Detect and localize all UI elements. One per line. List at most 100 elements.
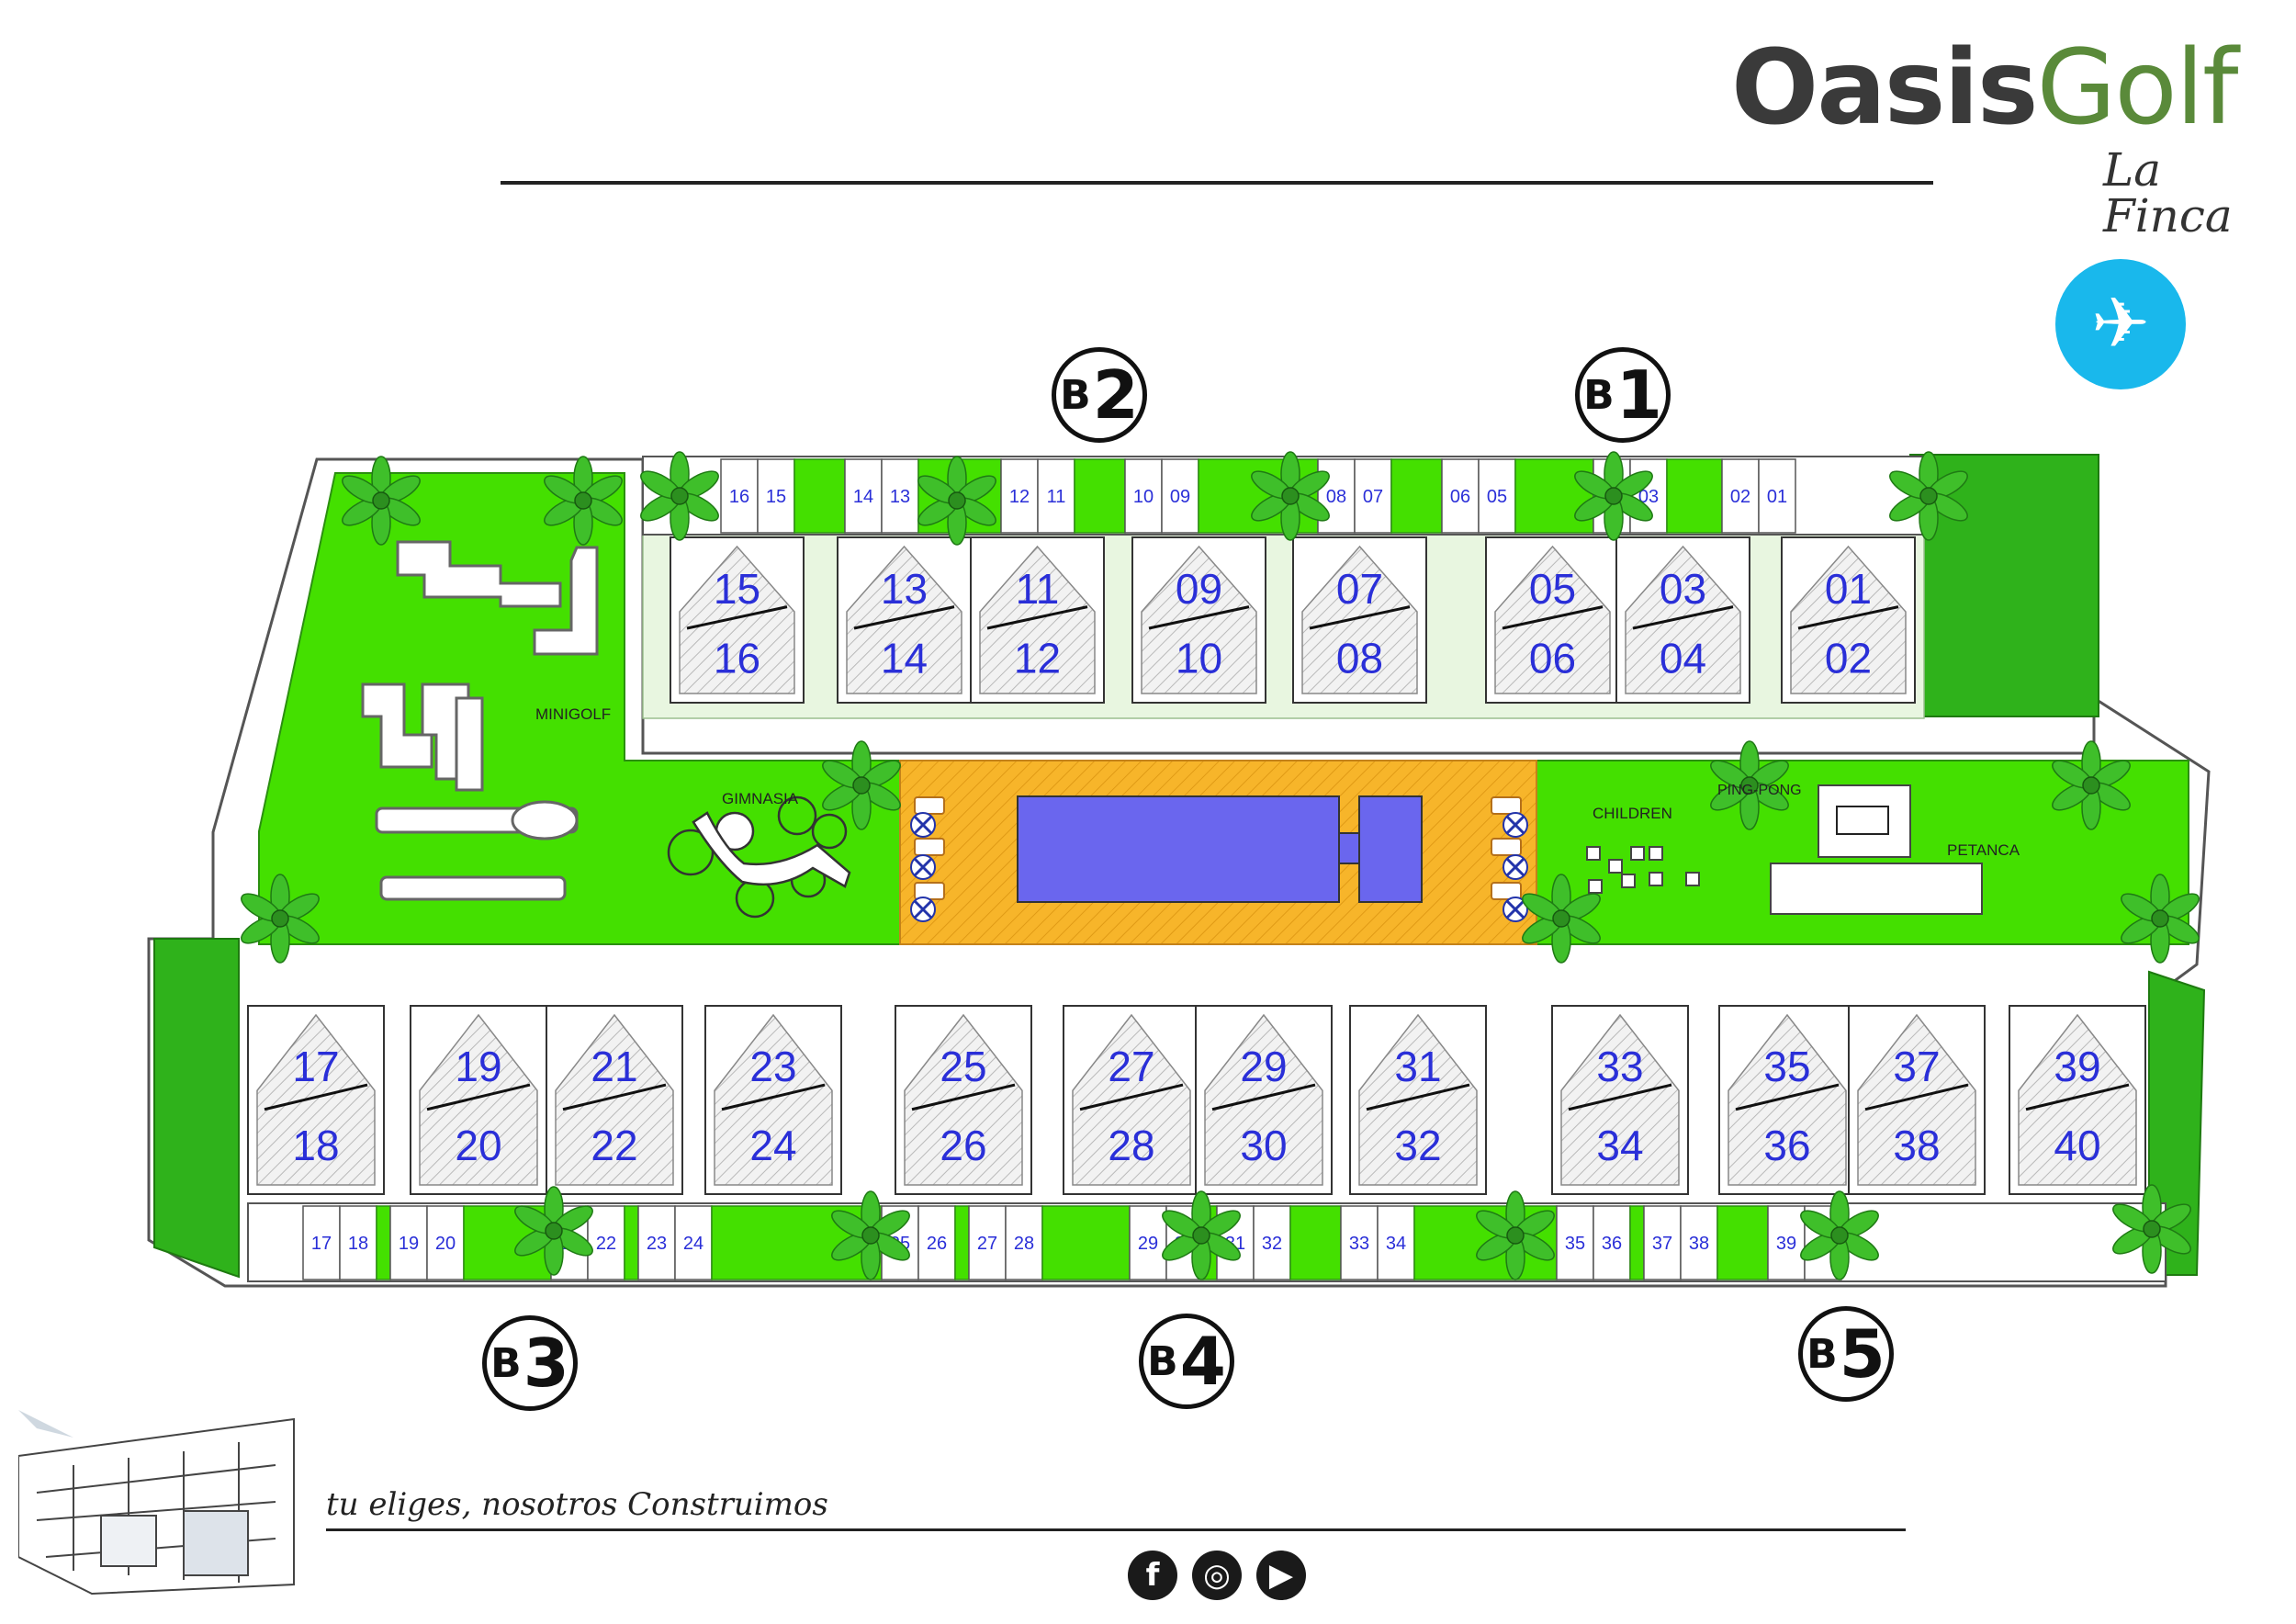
unit-number-upper: 09 [1176,565,1222,613]
top-parking-12: 12 [1000,458,1039,534]
svg-text:27: 27 [977,1234,997,1254]
svg-text:02: 02 [1730,487,1750,507]
brand-tagline: tu eliges, nosotros Construimos [326,1486,828,1523]
svg-text:39: 39 [1776,1234,1796,1254]
instagram-icon[interactable]: ◎ [1192,1551,1242,1600]
unit-number-upper: 03 [1660,565,1706,613]
children-area [1586,846,1700,894]
unit-number-lower: 30 [1240,1122,1287,1169]
minigolf-course [361,540,599,901]
svg-text:01: 01 [1767,487,1787,507]
bottom-unit-21-22[interactable]: 21 22 [546,1005,683,1195]
svg-text:38: 38 [1689,1234,1709,1254]
unit-number-lower: 32 [1394,1122,1441,1169]
bottom-parking-23: 23 [637,1205,676,1280]
unit-number-lower: 08 [1336,635,1383,682]
facebook-icon[interactable]: f [1128,1551,1177,1600]
top-parking-10: 10 [1124,458,1163,534]
southeast-garden [2148,970,2206,1276]
bottom-parking-33: 33 [1340,1205,1379,1280]
unit-number-upper: 05 [1529,565,1576,613]
bottom-parking-39: 39 [1767,1205,1806,1280]
svg-text:35: 35 [1565,1234,1585,1254]
svg-text:14: 14 [853,487,873,507]
svg-text:05: 05 [1487,487,1507,507]
svg-text:20: 20 [435,1234,456,1254]
top-parking-16: 16 [720,458,759,534]
bottom-parking-22: 22 [587,1205,625,1280]
bottom-parking-27: 27 [968,1205,1007,1280]
building-sketch [18,1410,295,1596]
block-b5-letter: B [1806,1330,1838,1378]
bottom-parking-36: 36 [1593,1205,1631,1280]
bottom-parking-18: 18 [339,1205,377,1280]
ping-pong-label: PING-PONG [1717,783,1802,798]
youtube-icon[interactable]: ▶ [1256,1551,1306,1600]
bottom-parking-32: 32 [1253,1205,1291,1280]
block-b1-letter: B [1583,371,1615,419]
top-parking-07: 07 [1354,458,1392,534]
block-b2-number: 2 [1092,356,1139,434]
svg-text:34: 34 [1386,1234,1406,1254]
block-b5-number: 5 [1839,1315,1885,1393]
bottom-parking-26: 26 [917,1205,956,1280]
svg-text:23: 23 [647,1234,667,1254]
pool-kids [1358,795,1423,903]
unit-number-upper: 25 [940,1043,986,1090]
unit-number-lower: 18 [292,1122,339,1169]
unit-number-upper: 11 [1016,565,1060,613]
bottom-parking-20: 20 [426,1205,465,1280]
share-icon[interactable]: ✈ [2055,259,2186,389]
unit-number-upper: 21 [591,1043,637,1090]
unit-number-upper: 39 [2054,1043,2100,1090]
unit-number-upper: 15 [714,565,760,613]
logo-subtitle: La Finca [2103,143,2233,242]
top-parking-14: 14 [844,458,883,534]
minigolf-label: MINIGOLF [535,705,612,723]
svg-text:15: 15 [766,487,786,507]
svg-text:06: 06 [1450,487,1470,507]
block-b4-number: 4 [1179,1323,1226,1400]
top-parking-09: 09 [1161,458,1199,534]
top-parking-02: 02 [1721,458,1760,534]
unit-number-lower: 22 [591,1122,637,1169]
bottom-parking-38: 38 [1680,1205,1718,1280]
unit-number-lower: 38 [1893,1122,1940,1169]
bottom-parking-35: 35 [1556,1205,1594,1280]
bottom-parking-17: 17 [302,1205,341,1280]
gimnasia-label: GIMNASIA [722,790,799,807]
unit-number-upper: 17 [292,1043,339,1090]
unit-number-upper: 27 [1108,1043,1154,1090]
footer-divider [326,1528,1906,1531]
header-divider [501,181,1933,185]
top-parking-03: 03 [1629,458,1668,534]
unit-number-upper: 01 [1825,565,1872,613]
svg-text:19: 19 [399,1234,419,1254]
bottom-parking-24: 24 [674,1205,713,1280]
unit-number-upper: 13 [881,565,928,613]
